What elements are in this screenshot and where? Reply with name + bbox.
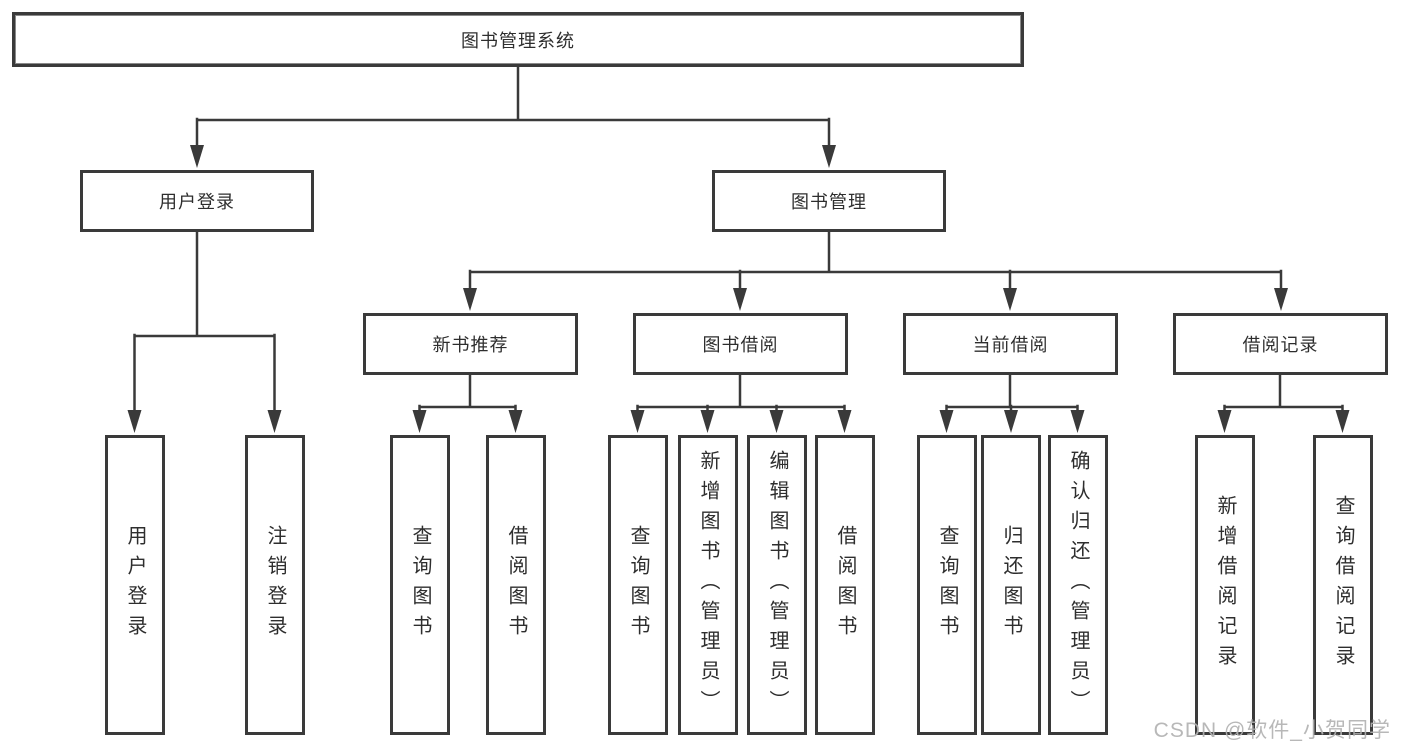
arrow-down-icon (1335, 410, 1350, 433)
leaf-return-book: 归还图书 (981, 435, 1041, 735)
leaf-recommend-query-book: 查询图书 (390, 435, 450, 735)
leaf-logout-login: 注销登录 (245, 435, 305, 735)
arrow-down-icon (1217, 410, 1232, 433)
arrow-down-icon (1274, 288, 1288, 311)
arrow-down-icon (508, 410, 523, 433)
leaf-recommend-borrow-book: 借阅图书 (486, 435, 546, 735)
leaf-query-borrow-record: 查询借阅记录 (1313, 435, 1373, 735)
arrow-down-icon (267, 410, 282, 433)
arrow-down-icon (127, 410, 142, 433)
connector-borrow-record-to-leaves (1223, 371, 1344, 414)
arrow-down-icon (1070, 410, 1085, 433)
leaf-confirm-return-admin: 确认归还（管理员） (1048, 435, 1108, 735)
leaf-current-query-book: 查询图书 (917, 435, 977, 735)
arrow-down-icon (1003, 288, 1017, 311)
arrow-down-icon (733, 288, 747, 311)
arrow-down-icon (822, 145, 836, 168)
connector-user-login-to-leaves (133, 228, 276, 414)
leaf-add-book-admin: 新增图书（管理员） (678, 435, 738, 735)
node-new-book-recommend: 新书推荐 (363, 313, 578, 375)
leaf-borrow-query-book: 查询图书 (608, 435, 668, 735)
connector-book-management-to-level3 (468, 228, 1283, 292)
leaf-add-borrow-record: 新增借阅记录 (1195, 435, 1255, 735)
node-book-management: 图书管理 (712, 170, 946, 232)
arrow-down-icon (939, 410, 954, 433)
leaf-edit-book-admin: 编辑图书（管理员） (747, 435, 807, 735)
connector-book-borrow-to-leaves (636, 371, 846, 414)
arrowheads (127, 145, 1350, 433)
arrow-down-icon (412, 410, 427, 433)
node-user-login: 用户登录 (80, 170, 314, 232)
connector-root-to-level2 (195, 63, 831, 149)
connector-current-borrow-to-leaves (945, 371, 1079, 414)
csdn-watermark: CSDN @软件_小贺同学 (1153, 719, 1391, 742)
node-book-borrow: 图书借阅 (633, 313, 848, 375)
leaf-borrow-book: 借阅图书 (815, 435, 875, 735)
arrow-down-icon (190, 145, 204, 168)
arrow-down-icon (630, 410, 645, 433)
node-current-borrow: 当前借阅 (903, 313, 1118, 375)
arrow-down-icon (463, 288, 477, 311)
arrow-down-icon (700, 410, 715, 433)
arrow-down-icon (837, 410, 852, 433)
arrow-down-icon (1004, 410, 1018, 433)
leaf-user-login: 用户登录 (105, 435, 165, 735)
node-borrow-record: 借阅记录 (1173, 313, 1388, 375)
connector-new-book-recommend-to-leaves (418, 371, 517, 414)
arrow-down-icon (769, 410, 784, 433)
node-library-management-system: 图书管理系统 (12, 12, 1024, 67)
